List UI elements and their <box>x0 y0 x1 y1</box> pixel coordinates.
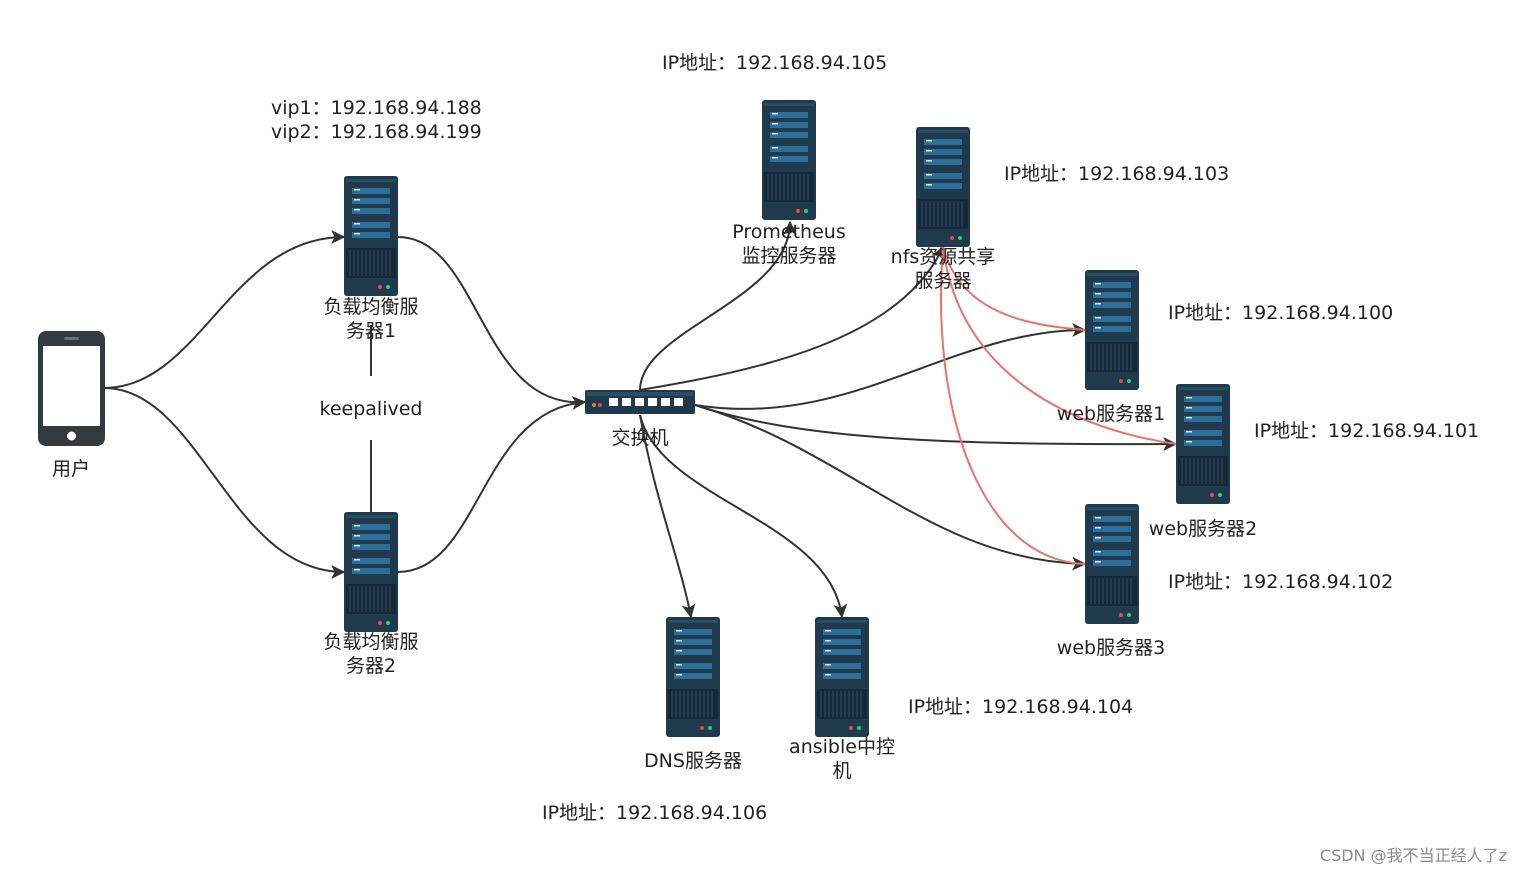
nfs-share-lines <box>932 232 1177 565</box>
edge-nfs-web3 <box>939 246 1086 565</box>
edge-user-lb2 <box>103 387 346 579</box>
web1-label: web服务器1 <box>1057 403 1165 425</box>
ansible-server-icon <box>814 616 870 738</box>
prometheus-label-line-2: 监控服务器 <box>741 245 836 267</box>
web-server-2-icon <box>1175 383 1231 505</box>
watermark: CSDN @我不当正经人了z <box>1320 846 1507 865</box>
edge-user-lb1 <box>103 230 346 389</box>
nfs-server-icon <box>915 126 971 248</box>
prometheus-label-line-1: Prometheus <box>732 221 845 243</box>
web1-ip: IP地址：192.168.94.100 <box>1168 302 1393 324</box>
edge-switch-nfs <box>639 245 944 391</box>
prometheus-server-icon <box>761 99 817 221</box>
connection-lines <box>103 220 1178 619</box>
web2-label: web服务器2 <box>1149 518 1257 540</box>
web-server-3-icon <box>1084 503 1140 625</box>
lb2-label-line-1: 负载均衡服 <box>323 631 418 653</box>
web-server-1-icon <box>1084 269 1140 391</box>
dns-server-icon <box>665 616 721 738</box>
nfs-label-line-1: nfs资源共享 <box>891 246 996 268</box>
switch-label: 交换机 <box>611 427 668 449</box>
edge-lb1-switch <box>397 236 587 410</box>
web2-ip: IP地址：192.168.94.101 <box>1254 420 1479 442</box>
ansible-label-line-1: ansible中控 <box>789 736 895 758</box>
vip-line-1: vip1：192.168.94.188 <box>271 97 482 119</box>
ansible-ip: IP地址：192.168.94.104 <box>908 696 1133 718</box>
lb1-label-line-1: 负载均衡服 <box>323 296 418 318</box>
network-switch-icon <box>585 390 695 414</box>
edge-lb2-switch <box>397 401 586 573</box>
nfs-ip: IP地址：192.168.94.103 <box>1004 163 1229 185</box>
dns-label: DNS服务器 <box>644 750 742 772</box>
edge-switch-ansible <box>639 414 848 619</box>
edge-switch-dns <box>639 414 696 619</box>
prometheus-ip: IP地址：192.168.94.105 <box>662 52 887 74</box>
edge-nfs-web1 <box>932 232 1086 331</box>
vip-line-2: vip2：192.168.94.199 <box>271 121 482 143</box>
edge-switch-web2 <box>694 404 1178 452</box>
smartphone-icon <box>38 331 105 446</box>
edge-nfs-web2 <box>942 246 1177 445</box>
lb2-label-line-2: 务器2 <box>346 655 396 677</box>
user-label: 用户 <box>52 458 90 480</box>
keepalived-label: keepalived <box>320 398 423 420</box>
nfs-label-line-2: 服务器 <box>914 270 971 292</box>
web3-ip: IP地址：192.168.94.102 <box>1168 571 1393 593</box>
dns-ip: IP地址：192.168.94.106 <box>542 802 767 824</box>
web3-label: web服务器3 <box>1057 637 1165 659</box>
edge-switch-web3 <box>694 404 1087 571</box>
load-balancer-2-server-icon <box>343 511 399 633</box>
edge-switch-web1 <box>694 323 1087 410</box>
lb1-label-line-2: 务器1 <box>346 320 396 342</box>
ansible-label-line-2: 机 <box>832 760 851 782</box>
load-balancer-1-server-icon <box>343 175 399 297</box>
edge-switch-prometheus <box>639 220 797 391</box>
